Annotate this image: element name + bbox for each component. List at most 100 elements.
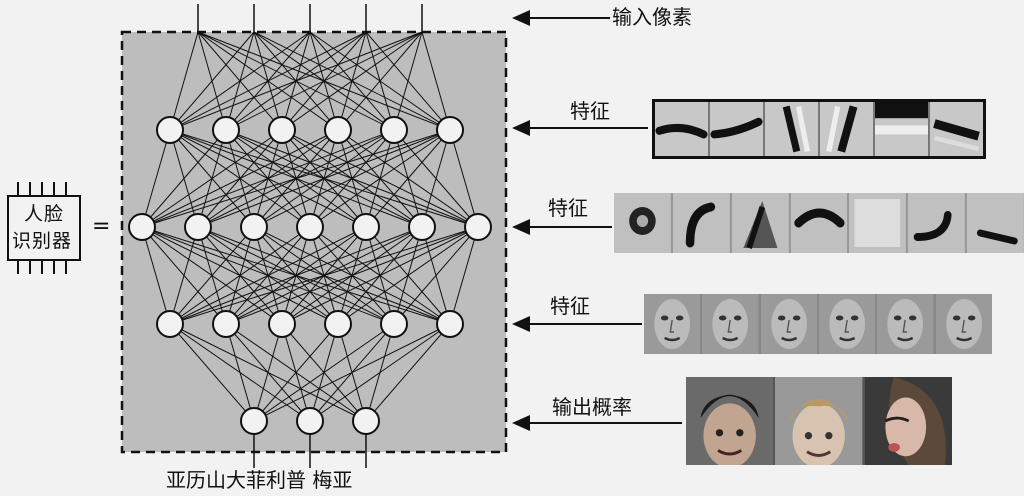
edge: [253, 323, 283, 422]
edge: [393, 31, 423, 131]
feature-tile-image: [672, 193, 730, 253]
edge: [169, 226, 311, 325]
edge: [141, 129, 283, 228]
feature-tile-image: [765, 102, 818, 156]
feature-tile-image: [790, 193, 848, 253]
edge: [337, 226, 479, 325]
edge: [253, 323, 339, 422]
hidden-neuron: [184, 213, 212, 241]
feature-tile-image: [908, 193, 966, 253]
hidden-neuron: [352, 213, 380, 241]
hidden-neuron: [156, 310, 184, 338]
edge: [449, 129, 479, 228]
hidden-neuron: [212, 116, 240, 144]
edge: [253, 323, 395, 422]
hidden-neuron: [380, 116, 408, 144]
edge: [421, 129, 451, 228]
edge: [169, 226, 479, 325]
feature-tile-image: [849, 193, 907, 253]
arrow-layer-2: [512, 219, 612, 235]
neuron-nodes: [128, 116, 492, 435]
feature-tile-image: [760, 294, 817, 354]
output-lines: [253, 434, 367, 468]
connection-edges: [141, 31, 479, 422]
feature-tile-image: [875, 102, 928, 156]
face-feature-strip: [644, 294, 992, 354]
edge: [421, 31, 451, 131]
edge: [225, 323, 255, 422]
hidden-neuron: [436, 116, 464, 144]
hidden-neuron: [380, 310, 408, 338]
feature-tile-image: [710, 102, 763, 156]
feature-tile-image: [702, 294, 759, 354]
hidden-neuron: [268, 116, 296, 144]
edge: [141, 129, 395, 228]
feature-tile-image: [864, 377, 952, 465]
edge: [169, 31, 311, 131]
hidden-neuron: [408, 213, 436, 241]
edge: [169, 31, 199, 131]
hidden-neuron: [324, 310, 352, 338]
equals-sign: =: [92, 214, 111, 239]
output-neuron: [352, 407, 380, 435]
edge: [169, 323, 255, 422]
feature-tile-image: [731, 193, 789, 253]
hidden-neuron: [156, 116, 184, 144]
output-neuron: [296, 407, 324, 435]
arrow-input: [512, 10, 610, 26]
edge: [141, 129, 451, 228]
arrow-layer-3: [512, 316, 642, 332]
edge: [141, 129, 339, 228]
edge: [253, 129, 451, 228]
edge: [281, 226, 479, 325]
feature-tile-image: [818, 294, 876, 354]
edge: [225, 31, 423, 131]
input-pixels-label: 输入像素: [612, 5, 692, 29]
edge: [393, 226, 479, 325]
arrow-layer-1: [512, 120, 648, 136]
hidden-neuron: [212, 310, 240, 338]
input-lines: [197, 4, 423, 32]
edge: [309, 323, 451, 422]
feature-tile-image: [820, 102, 873, 156]
hidden-neuron: [324, 116, 352, 144]
edge: [169, 226, 255, 325]
edge: [169, 226, 367, 325]
chip-label-line2: 识别器: [12, 230, 73, 252]
feature-tile-image: [644, 294, 701, 354]
hidden-neuron: [436, 310, 464, 338]
edge: [169, 31, 367, 131]
feature-tile-image: [655, 102, 708, 156]
feature-tile-image: [686, 377, 774, 465]
feature-tile-image: [775, 377, 863, 465]
chip-label-line1: 人脸: [24, 203, 65, 225]
arrow-output: [512, 415, 682, 431]
hidden-neuron: [268, 310, 296, 338]
layer-2-feature-label: 特征: [548, 196, 588, 220]
chip-icon: [7, 182, 81, 274]
feature-tile-image: [877, 294, 934, 354]
edge: [365, 129, 451, 228]
hidden-neuron: [240, 213, 268, 241]
hidden-neuron: [128, 213, 156, 241]
output-class-names: 亚历山大菲利普 梅亚: [166, 468, 353, 492]
layer-1-feature-label: 特征: [570, 99, 610, 123]
edge-feature-strip: [652, 99, 986, 159]
part-feature-strip: [614, 193, 1024, 253]
output-probability-label: 输出概率: [552, 395, 632, 419]
feature-tile-image: [935, 294, 992, 354]
edge: [169, 226, 423, 325]
edge: [141, 129, 227, 228]
edge: [169, 31, 423, 131]
hidden-neuron: [464, 213, 492, 241]
edge: [253, 323, 451, 422]
edge: [281, 31, 423, 131]
edge: [169, 226, 199, 325]
feature-tile-image: [930, 102, 983, 156]
feature-tile-image: [967, 193, 1024, 253]
layer-3-feature-label: 特征: [550, 294, 590, 318]
output-neuron: [240, 407, 268, 435]
edge: [197, 129, 451, 228]
